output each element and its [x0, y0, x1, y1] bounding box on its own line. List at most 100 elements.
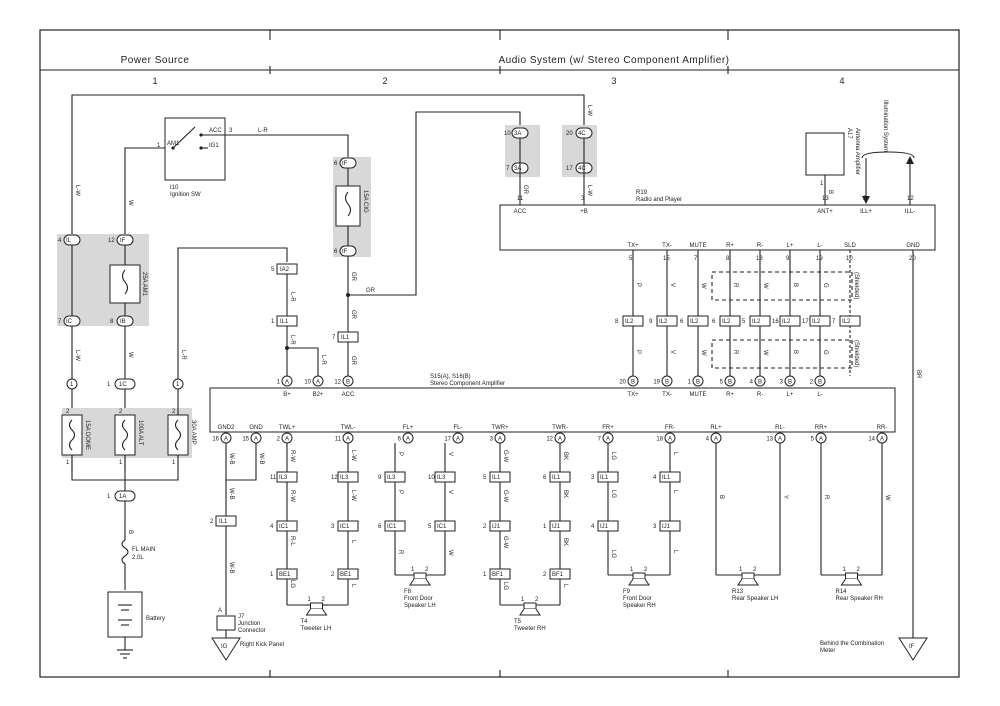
svg-text:3: 3 [490, 437, 494, 443]
svg-text:4: 4 [750, 380, 754, 386]
svg-text:W: W [762, 283, 768, 289]
svg-text:L: L [672, 550, 678, 554]
wire-label-w: W [127, 200, 133, 206]
svg-text:R-W: R-W [289, 450, 295, 462]
battery-label: Battery [146, 616, 165, 622]
svg-text:IG: IG [221, 644, 228, 650]
svg-text:9: 9 [378, 475, 382, 481]
svg-text:Rear Speaker RH: Rear Speaker RH [836, 596, 883, 602]
svg-text:2: 2 [172, 409, 176, 415]
amp-bottom-pin-name: FR+ [602, 425, 614, 431]
header-power-source: Power Source [121, 55, 190, 66]
pin-am1: AM1 [167, 141, 180, 147]
svg-text:5: 5 [271, 267, 275, 273]
svg-text:IA2: IA2 [280, 267, 290, 273]
svg-text:16: 16 [772, 319, 779, 325]
svg-text:IL3: IL3 [340, 475, 349, 481]
svg-text:IC1: IC1 [387, 524, 397, 530]
svg-text:IB: IB [120, 319, 126, 325]
svg-text:Front Door: Front Door [404, 596, 433, 602]
radio-bottom-pin-num: 7 [694, 256, 698, 262]
svg-text:7: 7 [506, 166, 510, 172]
svg-text:2: 2 [535, 597, 539, 603]
svg-text:V: V [447, 452, 453, 456]
svg-text:B: B [696, 380, 700, 386]
svg-text:19: 19 [653, 380, 660, 386]
pin-3: 3 [229, 128, 233, 134]
svg-text:IJ1: IJ1 [492, 524, 501, 530]
svg-text:4: 4 [270, 524, 274, 530]
svg-text:B: B [346, 380, 350, 386]
radio-bottom-pin-name: R- [757, 243, 763, 249]
amp-bottom-pins: GND2A16GNDA15TWL+A2TWL-A11FL+A6FL-A17TWR… [212, 425, 888, 444]
svg-text:R13: R13 [732, 589, 744, 595]
svg-text:BE1: BE1 [279, 572, 291, 578]
svg-text:LG: LG [610, 490, 616, 498]
svg-text:P: P [397, 490, 403, 494]
svg-text:R-W: R-W [289, 490, 295, 502]
svg-text:7: 7 [598, 437, 602, 443]
svg-text:1: 1 [820, 181, 824, 187]
svg-text:G-W: G-W [502, 490, 508, 503]
svg-text:Behind the Combination: Behind the Combination [820, 641, 884, 647]
radio-bottom-pin-name: TX- [662, 243, 672, 249]
svg-text:Y: Y [782, 495, 788, 499]
svg-text:Tweeter LH: Tweeter LH [301, 626, 332, 632]
svg-text:L: L [350, 584, 356, 588]
svg-text:BE1: BE1 [340, 572, 352, 578]
svg-text:LG: LG [610, 550, 616, 558]
radio-top-pin-name: ILL+ [860, 209, 872, 215]
svg-text:2: 2 [210, 519, 214, 525]
svg-text:IF: IF [909, 644, 915, 650]
svg-text:6: 6 [543, 475, 547, 481]
svg-text:R-L: R-L [289, 536, 295, 546]
svg-text:20: 20 [619, 380, 626, 386]
fuse-15a-dome: 15A DOME [84, 420, 90, 450]
svg-text:L-W: L-W [350, 490, 356, 501]
svg-text:1: 1 [270, 572, 274, 578]
svg-text:16: 16 [212, 437, 219, 443]
svg-text:3: 3 [331, 524, 335, 530]
amp-top-pin [627, 375, 639, 387]
svg-text:IL2: IL2 [690, 319, 699, 325]
connector-il2 [779, 315, 801, 327]
stereo-component-amplifier: S15(A), S16(B) Stereo Component Amplifie… [209, 374, 896, 433]
svg-text:4: 4 [653, 475, 657, 481]
radio-bottom-pin-name: GND [906, 243, 920, 249]
fuse-30a-amp: 30A AMP [190, 420, 196, 445]
svg-text:IL1: IL1 [492, 475, 501, 481]
amp-top-pin [814, 375, 826, 387]
rear-speaker-lh [741, 572, 755, 580]
svg-text:2: 2 [810, 380, 814, 386]
svg-text:V: V [669, 350, 675, 354]
amp-bottom-pin-name: TWL- [341, 425, 356, 431]
svg-text:IL2: IL2 [752, 319, 761, 325]
svg-text:1: 1 [277, 380, 281, 386]
svg-text:B2+: B2+ [313, 392, 324, 398]
svg-text:IL1: IL1 [552, 475, 561, 481]
svg-text:6: 6 [334, 161, 338, 167]
svg-text:IJ1: IJ1 [552, 524, 561, 530]
radio-bottom-pin-name: L- [817, 243, 822, 249]
inline-connector [337, 520, 359, 532]
antenna-amplifier: A17 Antenna Amplifier 1 B [805, 128, 860, 205]
svg-text:1: 1 [521, 597, 525, 603]
svg-text:B: B [665, 380, 669, 386]
svg-text:1: 1 [630, 567, 634, 573]
fuse-fl-main: FL MAIN [132, 547, 155, 553]
svg-text:R: R [732, 350, 738, 355]
svg-text:L-W: L-W [586, 105, 592, 116]
connector-il2 [719, 315, 741, 327]
svg-text:17: 17 [444, 437, 451, 443]
svg-text:IF: IF [120, 238, 126, 244]
svg-text:LG: LG [289, 580, 295, 588]
svg-text:17: 17 [566, 166, 573, 172]
svg-text:A: A [316, 380, 320, 386]
svg-text:2: 2 [66, 409, 70, 415]
inline-connector [489, 568, 511, 580]
radio-amp-links: IL28PPIL29VVIL26WWIL26RRIL25WWIL216BBIL2… [615, 250, 861, 376]
connector-il2 [687, 315, 709, 327]
svg-text:17: 17 [802, 319, 809, 325]
col-number-1: 1 [152, 76, 157, 86]
